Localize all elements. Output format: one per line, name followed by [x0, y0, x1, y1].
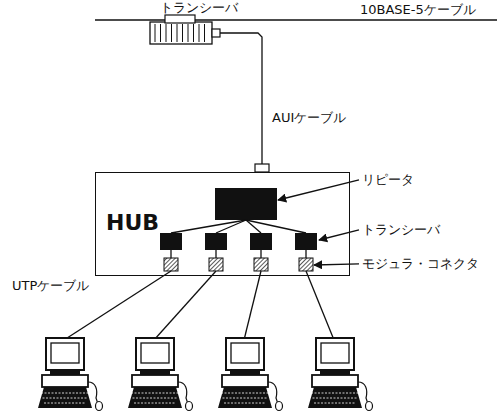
- utp-cable: [306, 271, 334, 340]
- port-transceiver: [295, 233, 317, 250]
- internal-wire: [170, 250, 171, 258]
- aui-connector: [255, 164, 269, 172]
- utp-cable: [244, 271, 261, 340]
- hub-box: HUB: [95, 172, 350, 276]
- internal-wire: [216, 220, 246, 233]
- part-label: リピータ: [362, 172, 414, 188]
- coax-cable: [95, 19, 497, 20]
- internal-wire: [305, 250, 306, 258]
- utp-cable: [154, 271, 216, 340]
- internal-wire: [260, 250, 261, 258]
- aui-cable: [220, 33, 262, 166]
- modular-jack: [299, 258, 313, 271]
- cable-label: AUIケーブル: [272, 110, 346, 126]
- port-transceiver: [205, 233, 227, 250]
- pc-icon: [218, 338, 283, 411]
- pc-icon: [38, 338, 103, 411]
- cable-label: UTPケーブル: [12, 278, 89, 294]
- port-transceiver: [160, 233, 182, 250]
- pc-icon: [128, 338, 193, 411]
- leader-arrow: [278, 180, 359, 200]
- repeater-block: [215, 188, 277, 220]
- transceiver-unit: [150, 15, 220, 44]
- internal-wire: [171, 220, 246, 233]
- port-transceiver: [250, 233, 272, 250]
- pc-icon: [308, 338, 373, 411]
- leader-arrow: [319, 230, 359, 240]
- internal-wire: [215, 250, 216, 258]
- hub-label: HUB: [106, 211, 159, 235]
- part-label: トランシーバ: [160, 0, 238, 16]
- modular-jack: [164, 258, 178, 271]
- modular-jack: [254, 258, 268, 271]
- internal-wire: [246, 220, 306, 233]
- modular-jack: [209, 258, 223, 271]
- cable-label: 10BASE-5ケーブル: [360, 2, 476, 18]
- part-label: トランシーバ: [362, 222, 440, 238]
- part-label: モジュラ・コネクタ: [362, 256, 479, 272]
- leader-arrow: [314, 264, 359, 265]
